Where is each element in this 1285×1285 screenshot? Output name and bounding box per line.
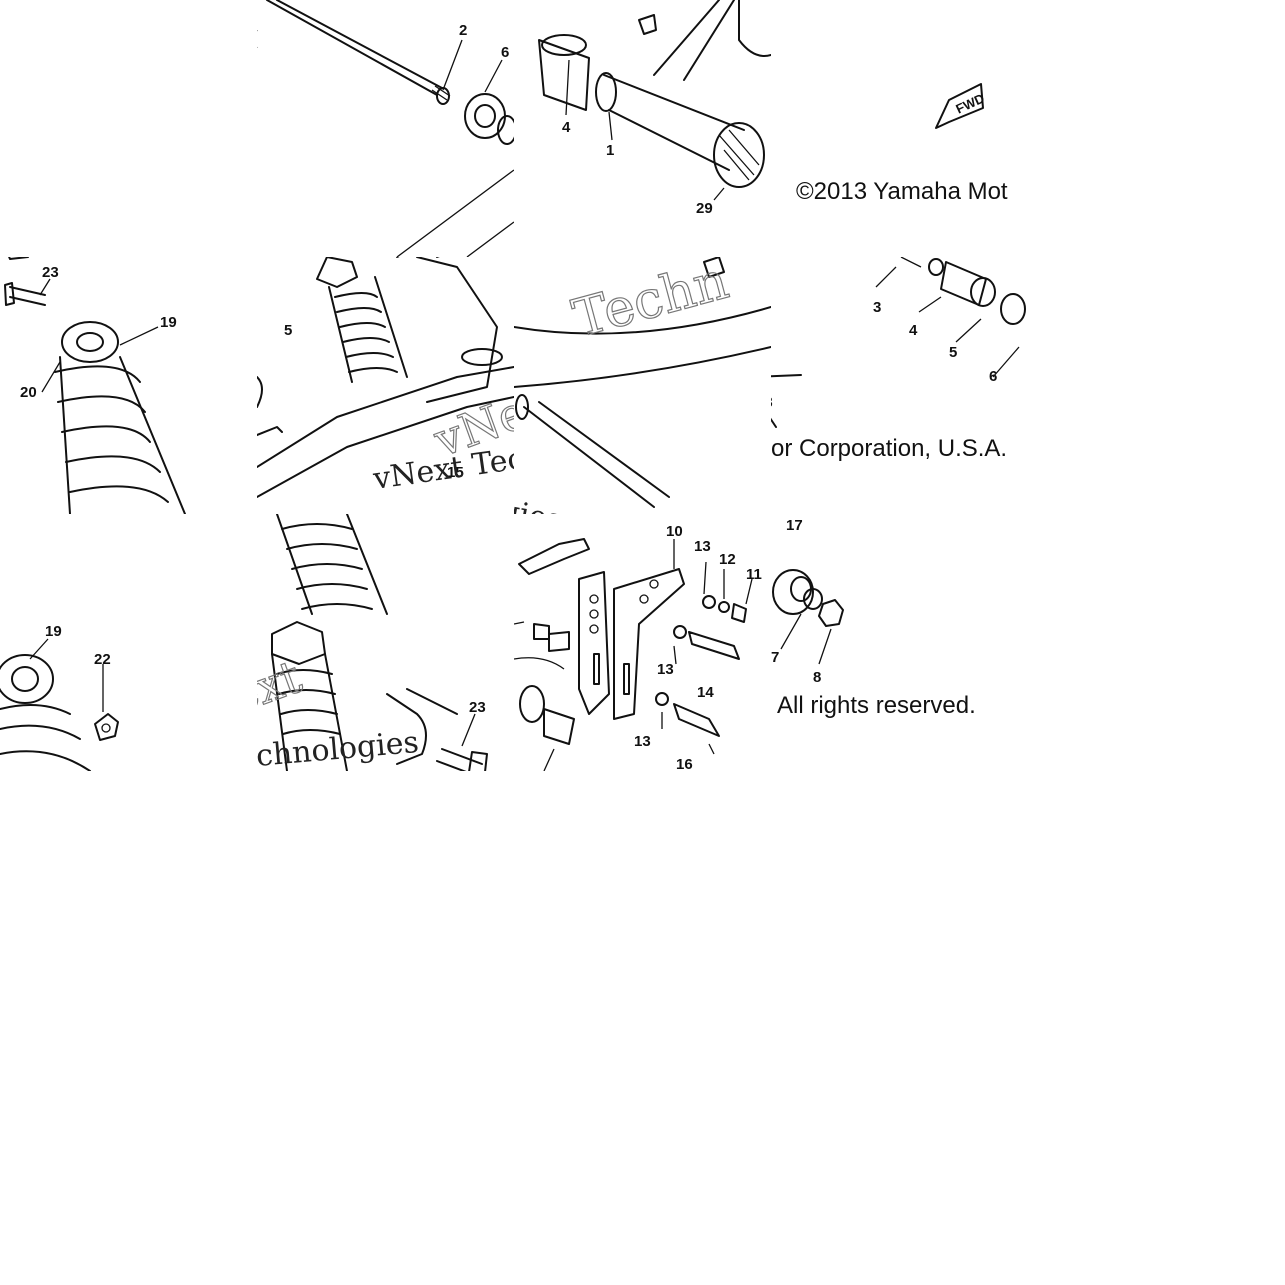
callout-13b: 13 xyxy=(771,394,773,411)
diagram-tile-shock-left: 23 19 20 xyxy=(0,257,257,514)
callout-22: 22 xyxy=(94,651,111,668)
callout-4b: 4 xyxy=(909,322,918,339)
callout-11: 11 xyxy=(746,566,762,583)
diagram-tile-frame: Techn ologies xyxy=(514,257,771,514)
copyright-line-3: All rights reserved. xyxy=(777,692,976,719)
diagram-tile-shock-mount: 9 21 5 20 15 vNext Tec vNe xyxy=(257,257,514,514)
diagram-tile-shock-lower: 19 22 xyxy=(0,514,257,771)
copyright-line-1: ©2013 Yamaha Mot xyxy=(796,178,1008,205)
copyright-line-2: or Corporation, U.S.A. xyxy=(771,435,1008,462)
callout-7: 7 xyxy=(771,649,779,666)
callout-5b: 5 xyxy=(949,344,957,361)
callout-10: 10 xyxy=(666,523,683,540)
callout-14: 14 xyxy=(697,684,714,701)
frame-drawing: Techn ologies xyxy=(514,257,771,514)
callout-19: 19 xyxy=(160,314,177,331)
callout-5: 5 xyxy=(284,322,292,339)
callout-8: 8 xyxy=(813,669,821,686)
diagram-tile-axle: 2 6 xyxy=(257,0,514,257)
callout-3: 3 xyxy=(873,299,881,316)
axle-drawing: 2 6 xyxy=(257,0,514,257)
callout-16: 16 xyxy=(676,756,693,771)
shock-lower-mount-drawing: 23 ext chnologies xyxy=(257,514,488,771)
pivot-drawing: 4 1 29 xyxy=(538,0,771,217)
callout-17: 17 xyxy=(786,517,803,534)
diagram-tile-fwd: FWD ©2013 Yamaha Mot xyxy=(771,0,1028,257)
shock-drawing: 23 19 20 xyxy=(4,257,186,514)
diagram-tile-bushings: 3 4 5 6 15 13 18 or Corporation, U.S.A. xyxy=(771,257,1028,514)
callout-6b: 6 xyxy=(989,368,997,385)
bracket-drawing: 10 13 12 11 13 14 13 16 xyxy=(514,523,762,771)
pulley-drawing: 17 7 8 xyxy=(771,517,844,686)
diagram-tile-pulley: 17 7 8 All rights reserved. xyxy=(771,514,1028,771)
callout-13e: 13 xyxy=(634,733,651,750)
callout-13d: 13 xyxy=(657,661,674,678)
callout-2: 2 xyxy=(459,22,467,39)
bushings-drawing: 3 4 5 6 15 13 18 xyxy=(771,257,1026,428)
callout-29: 29 xyxy=(696,200,713,217)
diagram-tile-pivot: 4 1 29 xyxy=(514,0,771,257)
diagram-tile-bracket: 10 13 12 11 13 14 13 16 xyxy=(514,514,771,771)
watermark-c: ologies xyxy=(514,485,565,514)
callout-13c: 13 xyxy=(694,538,711,555)
callout-19b: 19 xyxy=(45,623,62,640)
callout-15: 15 xyxy=(447,464,464,481)
fwd-arrow-icon: FWD xyxy=(935,83,987,129)
callout-20: 20 xyxy=(20,384,37,401)
callout-23: 23 xyxy=(42,264,59,281)
callout-4: 4 xyxy=(562,119,571,136)
watermark-a: Techn xyxy=(567,257,735,350)
callout-1: 1 xyxy=(606,142,614,159)
callout-12: 12 xyxy=(719,551,736,568)
shock-mount-drawing: 9 21 5 20 15 vNext Tec vNe xyxy=(257,257,514,498)
callout-23b: 23 xyxy=(469,699,486,716)
diagram-tile-shock-lower-mount: 23 ext chnologies xyxy=(257,514,514,771)
callout-6: 6 xyxy=(501,44,509,61)
shock-lower-drawing: 19 22 xyxy=(0,623,119,771)
